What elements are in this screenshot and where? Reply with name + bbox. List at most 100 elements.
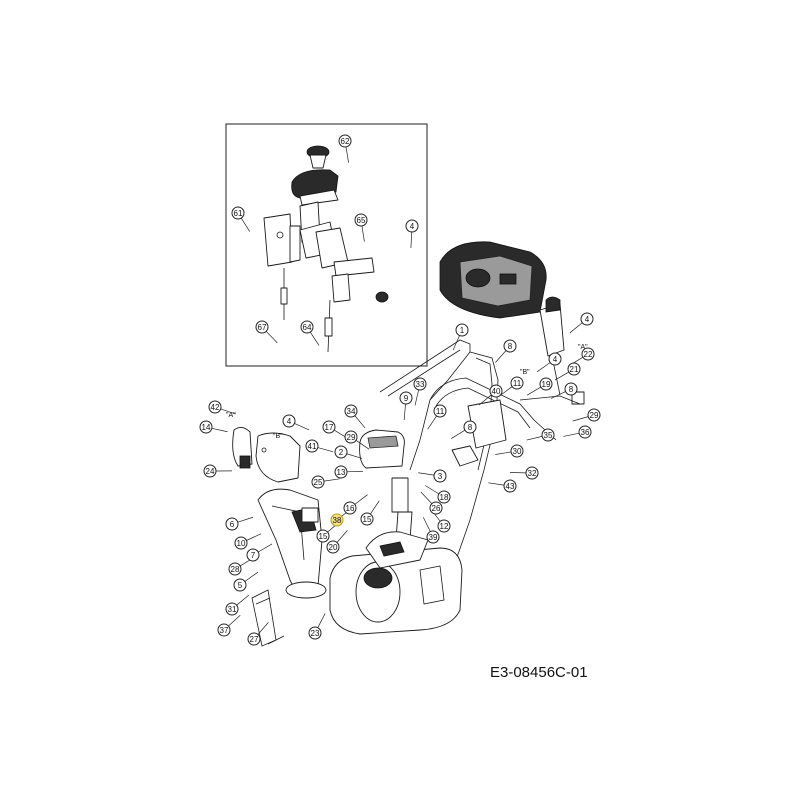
callout-c20: 20 — [326, 540, 340, 554]
callout-c13: 13 — [334, 465, 348, 479]
callout-c24: 24 — [203, 464, 217, 478]
callout-c28: 28 — [228, 562, 242, 576]
leader-line — [323, 478, 340, 482]
callout-c4c: 4 — [548, 352, 562, 366]
callout-c4d: 4 — [282, 414, 296, 428]
callout-number: 29 — [347, 433, 356, 442]
leader-line — [536, 362, 551, 373]
callout-c32: 32 — [525, 466, 539, 480]
callout-number: 4 — [553, 355, 558, 364]
leader-line — [451, 429, 466, 439]
callout-number: 37 — [220, 626, 229, 635]
leader-line — [554, 371, 569, 381]
ref-mark-b-right: "B" — [520, 369, 530, 376]
leader-line — [346, 453, 363, 459]
callout-number: 13 — [337, 468, 346, 477]
callout-number: 8 — [468, 423, 473, 432]
ref-mark-a-left: "A" — [226, 412, 236, 419]
leader-line — [258, 543, 273, 553]
callout-number: 2 — [339, 448, 344, 457]
leader-line — [317, 447, 334, 453]
leader-line — [294, 423, 310, 431]
leader-line — [526, 386, 542, 396]
callout-number: 11 — [436, 407, 445, 416]
callout-number: 34 — [347, 407, 356, 416]
leader-line — [572, 416, 589, 422]
callout-c14: 14 — [199, 420, 213, 434]
leader-line — [354, 415, 366, 429]
leader-line — [526, 436, 543, 441]
leader-line — [488, 482, 505, 486]
callout-c2: 2 — [334, 445, 348, 459]
callout-number: 39 — [429, 533, 438, 542]
callout-c33: 33 — [413, 377, 427, 391]
callout-number: 64 — [303, 323, 312, 332]
callout-c31: 31 — [225, 602, 239, 616]
callout-c4b: 4 — [580, 312, 594, 326]
callout-number: 23 — [311, 629, 320, 638]
callout-number: 15 — [363, 515, 372, 524]
callout-c41: 41 — [305, 439, 319, 453]
callout-c19: 19 — [539, 377, 553, 391]
callout-c21: 21 — [567, 362, 581, 376]
callout-c38: 38 — [330, 513, 344, 527]
callout-number: 27 — [250, 635, 259, 644]
auger-housing — [329, 531, 463, 635]
leader-line — [370, 500, 380, 515]
leader-line — [414, 389, 419, 406]
callout-c65: 65 — [354, 213, 368, 227]
callout-number: 8 — [508, 342, 513, 351]
callout-number: 19 — [542, 380, 551, 389]
callout-number: 4 — [287, 417, 292, 426]
ref-mark-a-right: "A" — [578, 344, 588, 351]
callout-c15b: 15 — [316, 529, 330, 543]
leader-line — [499, 386, 513, 397]
callout-number: 7 — [251, 551, 256, 560]
callout-number: 29 — [590, 411, 599, 420]
callout-c6: 6 — [225, 517, 239, 531]
callout-number: 32 — [528, 469, 537, 478]
callout-number: 35 — [544, 431, 553, 440]
callout-c8b: 8 — [564, 382, 578, 396]
callout-c4a: 4 — [405, 219, 419, 233]
callout-c9: 9 — [399, 391, 413, 405]
callout-number: 24 — [206, 467, 215, 476]
callout-c26: 26 — [429, 501, 443, 515]
callout-leaders — [211, 146, 589, 635]
leader-line — [355, 440, 370, 450]
callout-c43: 43 — [503, 479, 517, 493]
callout-c1: 1 — [455, 323, 469, 337]
callout-c40: 40 — [489, 384, 503, 398]
callout-c67: 67 — [255, 320, 269, 334]
leader-line — [550, 391, 566, 399]
callout-c11a: 11 — [510, 376, 524, 390]
callout-number: 33 — [416, 380, 425, 389]
callout-number: 41 — [308, 442, 317, 451]
callout-c11b: 11 — [433, 404, 447, 418]
callout-c5: 5 — [233, 578, 247, 592]
callout-c37: 37 — [217, 623, 231, 637]
callout-c17: 17 — [322, 420, 336, 434]
callout-number: 10 — [237, 539, 246, 548]
callout-number: 40 — [492, 387, 501, 396]
callout-number: 8 — [569, 385, 574, 394]
callout-c62: 62 — [338, 134, 352, 148]
callout-number: 3 — [438, 472, 443, 481]
callout-c39: 39 — [426, 530, 440, 544]
leader-line — [336, 530, 348, 543]
callout-c35: 35 — [541, 428, 555, 442]
leader-line — [309, 331, 320, 346]
leader-line — [403, 403, 406, 420]
callout-c42: 42 — [208, 400, 222, 414]
leader-line — [495, 350, 507, 363]
callout-number: 43 — [506, 482, 515, 491]
callout-number: 38 — [333, 516, 342, 525]
callout-number: 9 — [404, 394, 409, 403]
side-shift-lever — [539, 296, 585, 405]
callout-number: 15 — [319, 532, 328, 541]
callout-c34: 34 — [344, 404, 358, 418]
leader-line — [228, 614, 241, 627]
leader-line — [361, 225, 365, 242]
